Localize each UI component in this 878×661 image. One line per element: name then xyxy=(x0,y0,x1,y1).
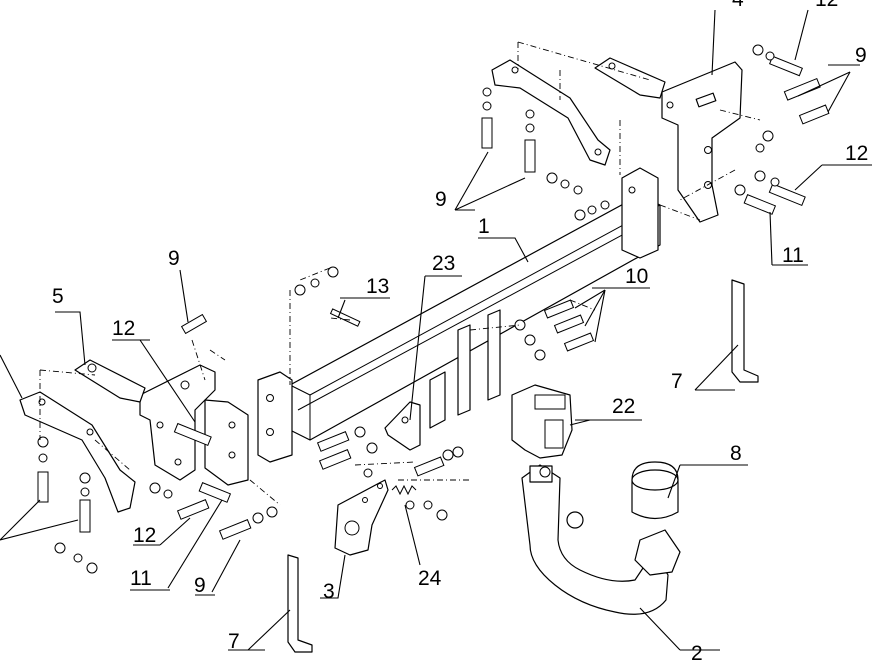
callout-2: 2 xyxy=(691,642,703,661)
electric-socket-part xyxy=(511,384,573,459)
support-strap-left xyxy=(287,554,313,653)
callout-1: 1 xyxy=(478,215,490,238)
callout-9-left-bottom: 9 xyxy=(194,574,206,597)
callout-12-top-right: 12 xyxy=(815,0,838,11)
callout-24: 24 xyxy=(418,567,442,590)
callout-8: 8 xyxy=(730,442,742,465)
callout-12-right: 12 xyxy=(845,142,868,165)
callout-12-left-bottom: 12 xyxy=(133,524,156,547)
assembly-center-lines xyxy=(39,41,761,506)
callout-4: 4 xyxy=(732,0,744,11)
spring-part xyxy=(391,484,417,496)
callout-9-left-top: 9 xyxy=(168,247,180,270)
callout-3: 3 xyxy=(323,580,335,603)
socket-plate-part xyxy=(334,479,389,556)
tow-ball-neck-part xyxy=(521,464,681,615)
callout-11-left: 11 xyxy=(130,567,152,590)
callout-12-left-top: 12 xyxy=(112,317,135,340)
callout-labels: 1 2 3 4 5 7 7 8 9 9 9 9 10 11 11 12 12 1… xyxy=(52,0,868,661)
callout-13: 13 xyxy=(366,275,389,298)
cable-bracket-part xyxy=(384,401,421,451)
left-z-bracket-part xyxy=(19,391,136,513)
fasteners xyxy=(37,44,830,574)
callout-10: 10 xyxy=(625,265,648,288)
support-strap-right xyxy=(731,279,759,383)
callout-7-left: 7 xyxy=(228,630,240,653)
callout-7-right: 7 xyxy=(671,370,683,393)
callout-22: 22 xyxy=(612,395,635,418)
ball-cover-part xyxy=(631,461,679,520)
callout-23: 23 xyxy=(432,252,455,275)
cross-beam-part xyxy=(257,167,661,463)
callout-5: 5 xyxy=(52,285,64,308)
callout-11-right: 11 xyxy=(782,244,804,267)
leader-lines xyxy=(0,9,872,651)
callout-9-top: 9 xyxy=(435,188,447,211)
right-z-bracket-part xyxy=(491,59,611,166)
callout-9-right: 9 xyxy=(855,44,867,67)
right-side-bracket-part xyxy=(594,57,743,223)
